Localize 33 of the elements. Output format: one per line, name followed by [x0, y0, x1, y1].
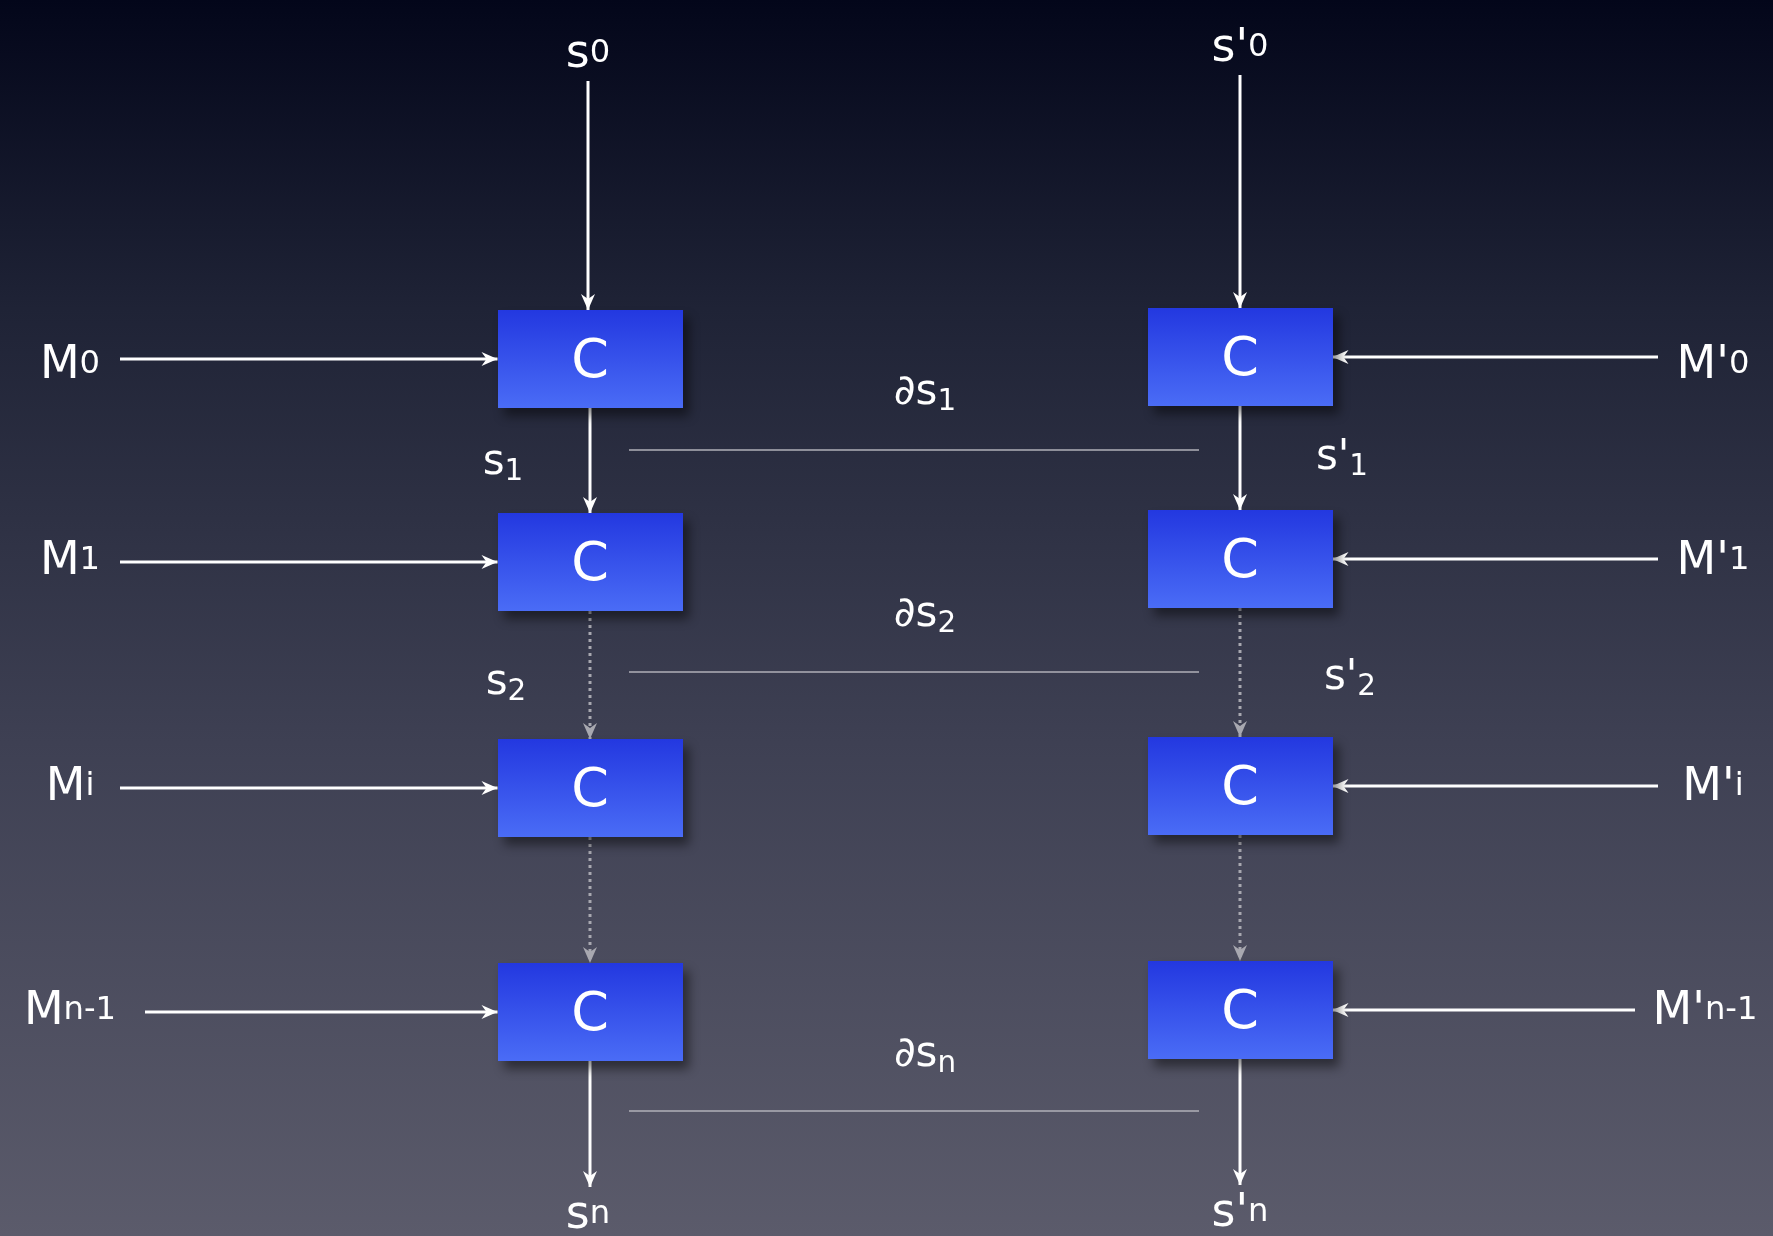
- function-box: C: [497, 739, 683, 837]
- arrow: [583, 408, 597, 513]
- function-box: C: [1147, 737, 1333, 835]
- arrow: [1332, 350, 1658, 364]
- function-box: C: [497, 513, 683, 611]
- edge-label: s$_{2}$: [485, 658, 527, 706]
- arrow: [1233, 1059, 1247, 1185]
- function-box: C: [1147, 308, 1333, 406]
- arrow: [1233, 406, 1247, 510]
- difference-label: ∂s$_{1}$: [893, 368, 957, 416]
- function-box: C: [497, 310, 683, 408]
- arrow: [581, 81, 595, 310]
- arrow: [1233, 75, 1247, 308]
- arrow: [120, 352, 498, 366]
- edge-label: s'$_{2}$: [1323, 653, 1377, 701]
- arrow: [1233, 608, 1247, 737]
- arrow: [120, 781, 498, 795]
- arrow: [1332, 552, 1658, 566]
- arrow: [1332, 1003, 1635, 1017]
- arrow: [1332, 779, 1658, 793]
- edge-label: s$_{1}$: [482, 438, 524, 486]
- difference-label: ∂s$_{2}$: [893, 590, 957, 638]
- function-box: C: [1147, 961, 1333, 1059]
- difference-label: ∂s$_{n}$: [893, 1030, 957, 1078]
- arrow: [583, 611, 597, 739]
- edge-label: s'$_{1}$: [1315, 433, 1369, 481]
- function-box: C: [1147, 510, 1333, 608]
- arrow: [583, 1061, 597, 1187]
- arrow: [145, 1005, 498, 1019]
- arrow: [120, 555, 498, 569]
- arrow: [583, 837, 597, 963]
- function-box: C: [497, 963, 683, 1061]
- arrow: [1233, 835, 1247, 961]
